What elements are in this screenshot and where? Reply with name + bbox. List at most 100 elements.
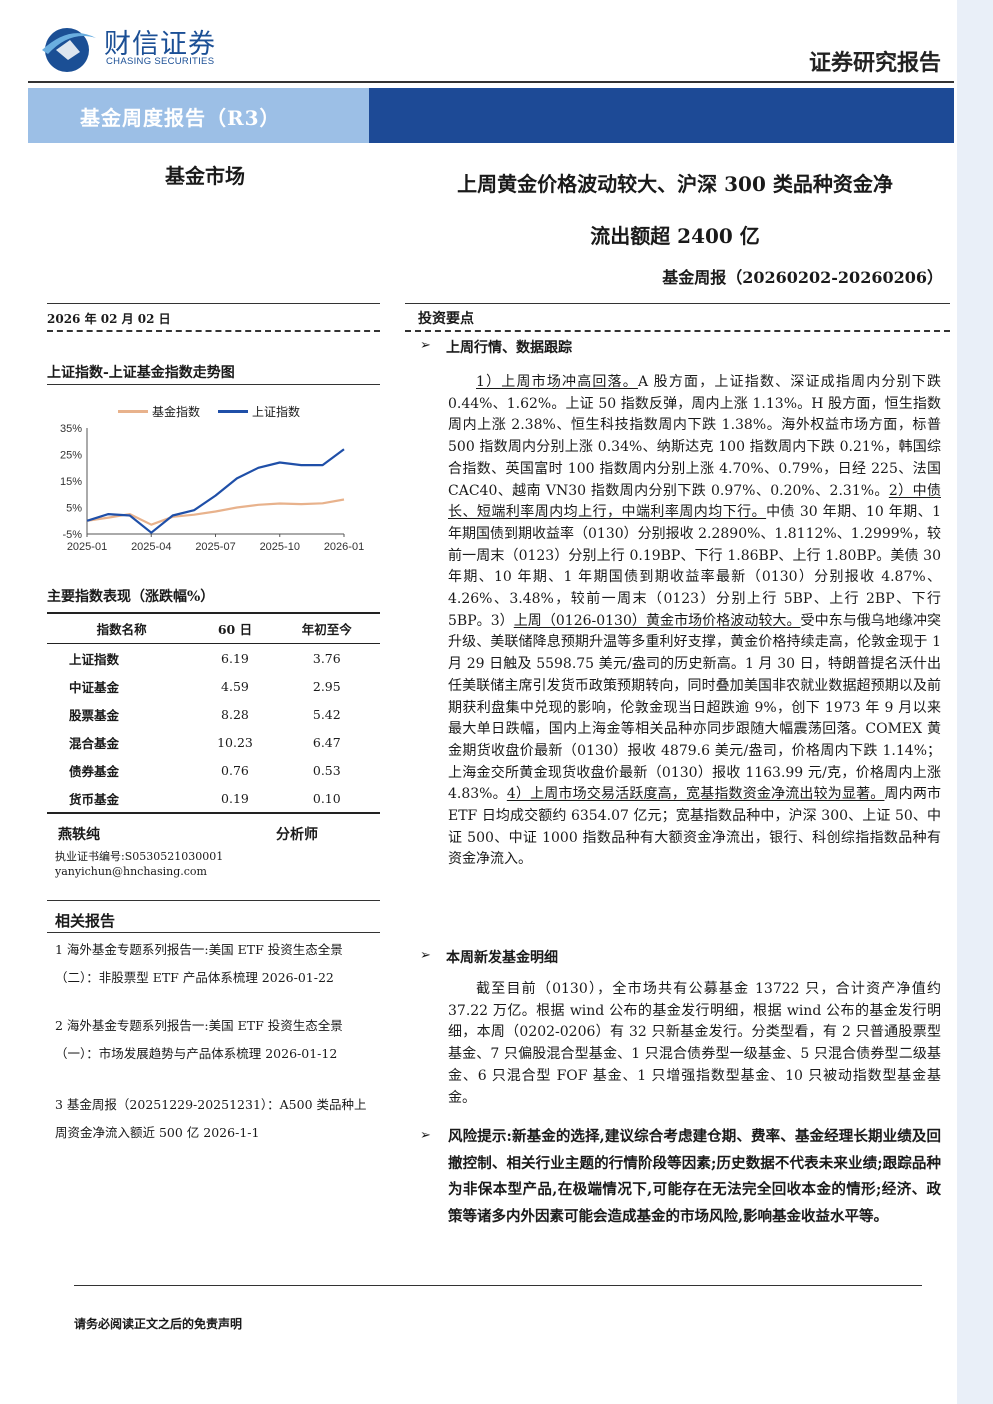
perf-title: 主要指数表现（涨跌幅%） (47, 589, 215, 605)
arrow-bullet-icon: ➢ (420, 948, 431, 963)
header-rule (28, 81, 954, 83)
highlight-2: 2）中债长、短端利率周内均上行，中端利率周内均下行。 (448, 482, 941, 521)
report-title: 上周黄金价格波动较大、沪深 300 类品种资金净 流出额超 2400 亿 (400, 158, 950, 262)
index-name: 上证指数 (69, 651, 120, 667)
invest-title: 投资要点 (418, 311, 474, 327)
report-banner: 基金周度报告（R3） (28, 88, 954, 143)
report-subtitle: 基金周报（20260202-20260206） (662, 268, 943, 287)
chart-legend: 基金指数 上证指数 (118, 403, 300, 420)
index-ytd: 3.76 (312, 650, 341, 666)
index-ytd: 5.42 (312, 706, 341, 722)
perf-header-name: 指数名称 (47, 612, 197, 644)
index-name: 中证基金 (69, 679, 120, 695)
arrow-bullet-icon: ➢ (420, 1128, 431, 1143)
perf-header-ytd: 年初至今 (273, 612, 380, 644)
related-item-2[interactable]: 2 海外基金专题系列报告一:美国 ETF 投资生态全景（一）：市场发展趋势与产品… (55, 1018, 343, 1061)
section1-title: 上周行情、数据跟踪 (446, 340, 572, 356)
highlight-3: 上周（0126-0130）黄金市场价格波动较大。 (513, 612, 801, 629)
index-name: 债券基金 (69, 763, 120, 779)
logo-english: CHASING SECURITIES (106, 56, 215, 67)
index-ytd: 0.53 (312, 762, 341, 778)
x-tick-label: 2025-01 (67, 541, 107, 553)
legend-swatch-fund (118, 410, 148, 413)
banner-highlight: 基金周度报告（R3） (28, 88, 369, 143)
section2-body: 截至目前（0130），全市场共有公募基金 13722 只，合计资产净值约 37.… (448, 981, 941, 1106)
series-line (86, 448, 345, 534)
index-60d: 10.23 (217, 734, 253, 750)
analyst-role: 分析师 (276, 827, 318, 843)
x-tick-label: 2025-04 (131, 541, 171, 553)
y-tick-label: -5% (62, 529, 82, 541)
side-strip (957, 0, 993, 1404)
logo-text: 财信证券 (104, 29, 216, 59)
market-category: 基金市场 (165, 164, 245, 188)
highlight-4: 4）上周市场交易活跃度高，宽基指数资金净流出较为显著。 (506, 786, 885, 803)
index-60d: 6.19 (221, 650, 249, 666)
body-2: 中债 30 年期、10 年期、1 年期国债到期收益率（0130）分别报收 2.2… (448, 504, 942, 629)
title-line-1: 上周黄金价格波动较大、沪深 300 类品种资金净 (457, 172, 893, 196)
index-ytd: 0.10 (273, 784, 380, 814)
date-top-rule (47, 303, 380, 304)
invest-bottom-rule (405, 330, 950, 332)
section1-body: 1）上周市场冲高回落。A 股方面，上证指数、深证成指周内分别下跌 0.44%、1… (448, 372, 941, 871)
related-bottom-rule (47, 932, 380, 933)
index-60d: 0.76 (221, 762, 249, 778)
x-tick-label: 2025-10 (260, 541, 300, 553)
legend-item-sse: 上证指数 (218, 403, 300, 420)
legend-item-fund: 基金指数 (118, 403, 200, 420)
y-tick-label: 15% (60, 476, 82, 488)
related-title: 相关报告 (55, 912, 116, 930)
table-row: 中证基金 4.59 2.95 (47, 672, 380, 700)
invest-top-rule (405, 303, 950, 304)
related-item-1[interactable]: 1 海外基金专题系列报告一:美国 ETF 投资生态全景（二）：非股票型 ETF … (55, 942, 343, 985)
disclaimer[interactable]: 请务必阅读正文之后的免责声明 (74, 1317, 243, 1331)
table-row: 上证指数 6.19 3.76 (47, 644, 380, 673)
section2-title: 本周新发基金明细 (446, 950, 558, 966)
trend-chart: 35% 25% 15% 5% -5%2025-01 2025-04 2025-07 2025-… (60, 423, 364, 553)
analyst-email: yanyichun@hnchasing.com (55, 865, 207, 878)
legend-label-fund: 基金指数 (152, 405, 201, 419)
body-1: A 股方面，上证指数、深证成指周内分别下跌 0.44%、1.62%。上证 50 … (448, 374, 941, 499)
index-name: 混合基金 (69, 735, 120, 751)
banner-title: 基金周度报告（R3） (80, 106, 281, 130)
date-bottom-rule (47, 330, 380, 332)
table-row: 股票基金 8.28 5.42 (47, 700, 380, 728)
related-top-rule (47, 900, 380, 901)
report-type: 证券研究报告 (808, 50, 941, 76)
table-row: 债券基金 0.76 0.53 (47, 756, 380, 784)
related-item-3[interactable]: 3 基金周报（20251229-20251231）：A500 类品种上周资金净流… (55, 1097, 367, 1140)
arrow-bullet-icon: ➢ (420, 338, 431, 353)
analyst-cert: 执业证书编号:S0530521030001 (55, 850, 224, 863)
index-name: 股票基金 (69, 707, 120, 723)
logo-icon (42, 28, 96, 72)
chart-title-rule (47, 384, 380, 385)
index-60d: 4.59 (221, 678, 249, 694)
series-line (86, 498, 345, 526)
risk-warning: 风险提示:新基金的选择,建议综合考虑建仓期、费率、基金经理长期业绩及回撤控制、相… (448, 1128, 941, 1225)
title-line-2: 流出额超 2400 亿 (590, 224, 760, 248)
table-row: 混合基金 10.23 6.47 (47, 728, 380, 756)
body-4: 周内两市 ETF 日均成交额约 6354.07 亿元；宽基指数品种中，沪深 30… (448, 786, 941, 868)
perf-table: 指数名称 60 日 年初至今 上证指数 6.19 3.76 中证基金 4.59 … (47, 612, 380, 814)
index-name: 货币基金 (47, 784, 197, 814)
chart-title: 上证指数-上证基金指数走势图 (47, 365, 235, 381)
body-3: 受中东与俄乌地缘冲突升级、美联储降息预期升温等多重利好支撑，黄金价格持续走高，伦… (448, 612, 942, 803)
index-ytd: 2.95 (312, 678, 341, 694)
report-date: 2026 年 02 月 02 日 (47, 312, 171, 326)
index-60d: 0.19 (196, 784, 274, 814)
index-60d: 8.28 (221, 706, 249, 722)
legend-swatch-sse (218, 410, 249, 413)
footer-rule (74, 1285, 922, 1286)
x-tick-label: 2025-07 (195, 541, 235, 553)
x-tick-label: 2026-01 (324, 541, 364, 553)
y-tick-label: 25% (60, 450, 82, 462)
index-ytd: 6.47 (312, 734, 341, 750)
y-tick-label: 5% (66, 503, 82, 515)
perf-header-row: 指数名称 60 日 年初至今 (47, 612, 380, 644)
highlight-1: 1）上周市场冲高回落。 (476, 374, 638, 390)
legend-label-sse: 上证指数 (252, 405, 301, 419)
table-row: 货币基金 0.19 0.10 (47, 784, 380, 814)
y-tick-label: 35% (60, 423, 82, 435)
analyst-name: 燕轶纯 (58, 827, 100, 843)
perf-header-60d: 60 日 (196, 612, 274, 644)
